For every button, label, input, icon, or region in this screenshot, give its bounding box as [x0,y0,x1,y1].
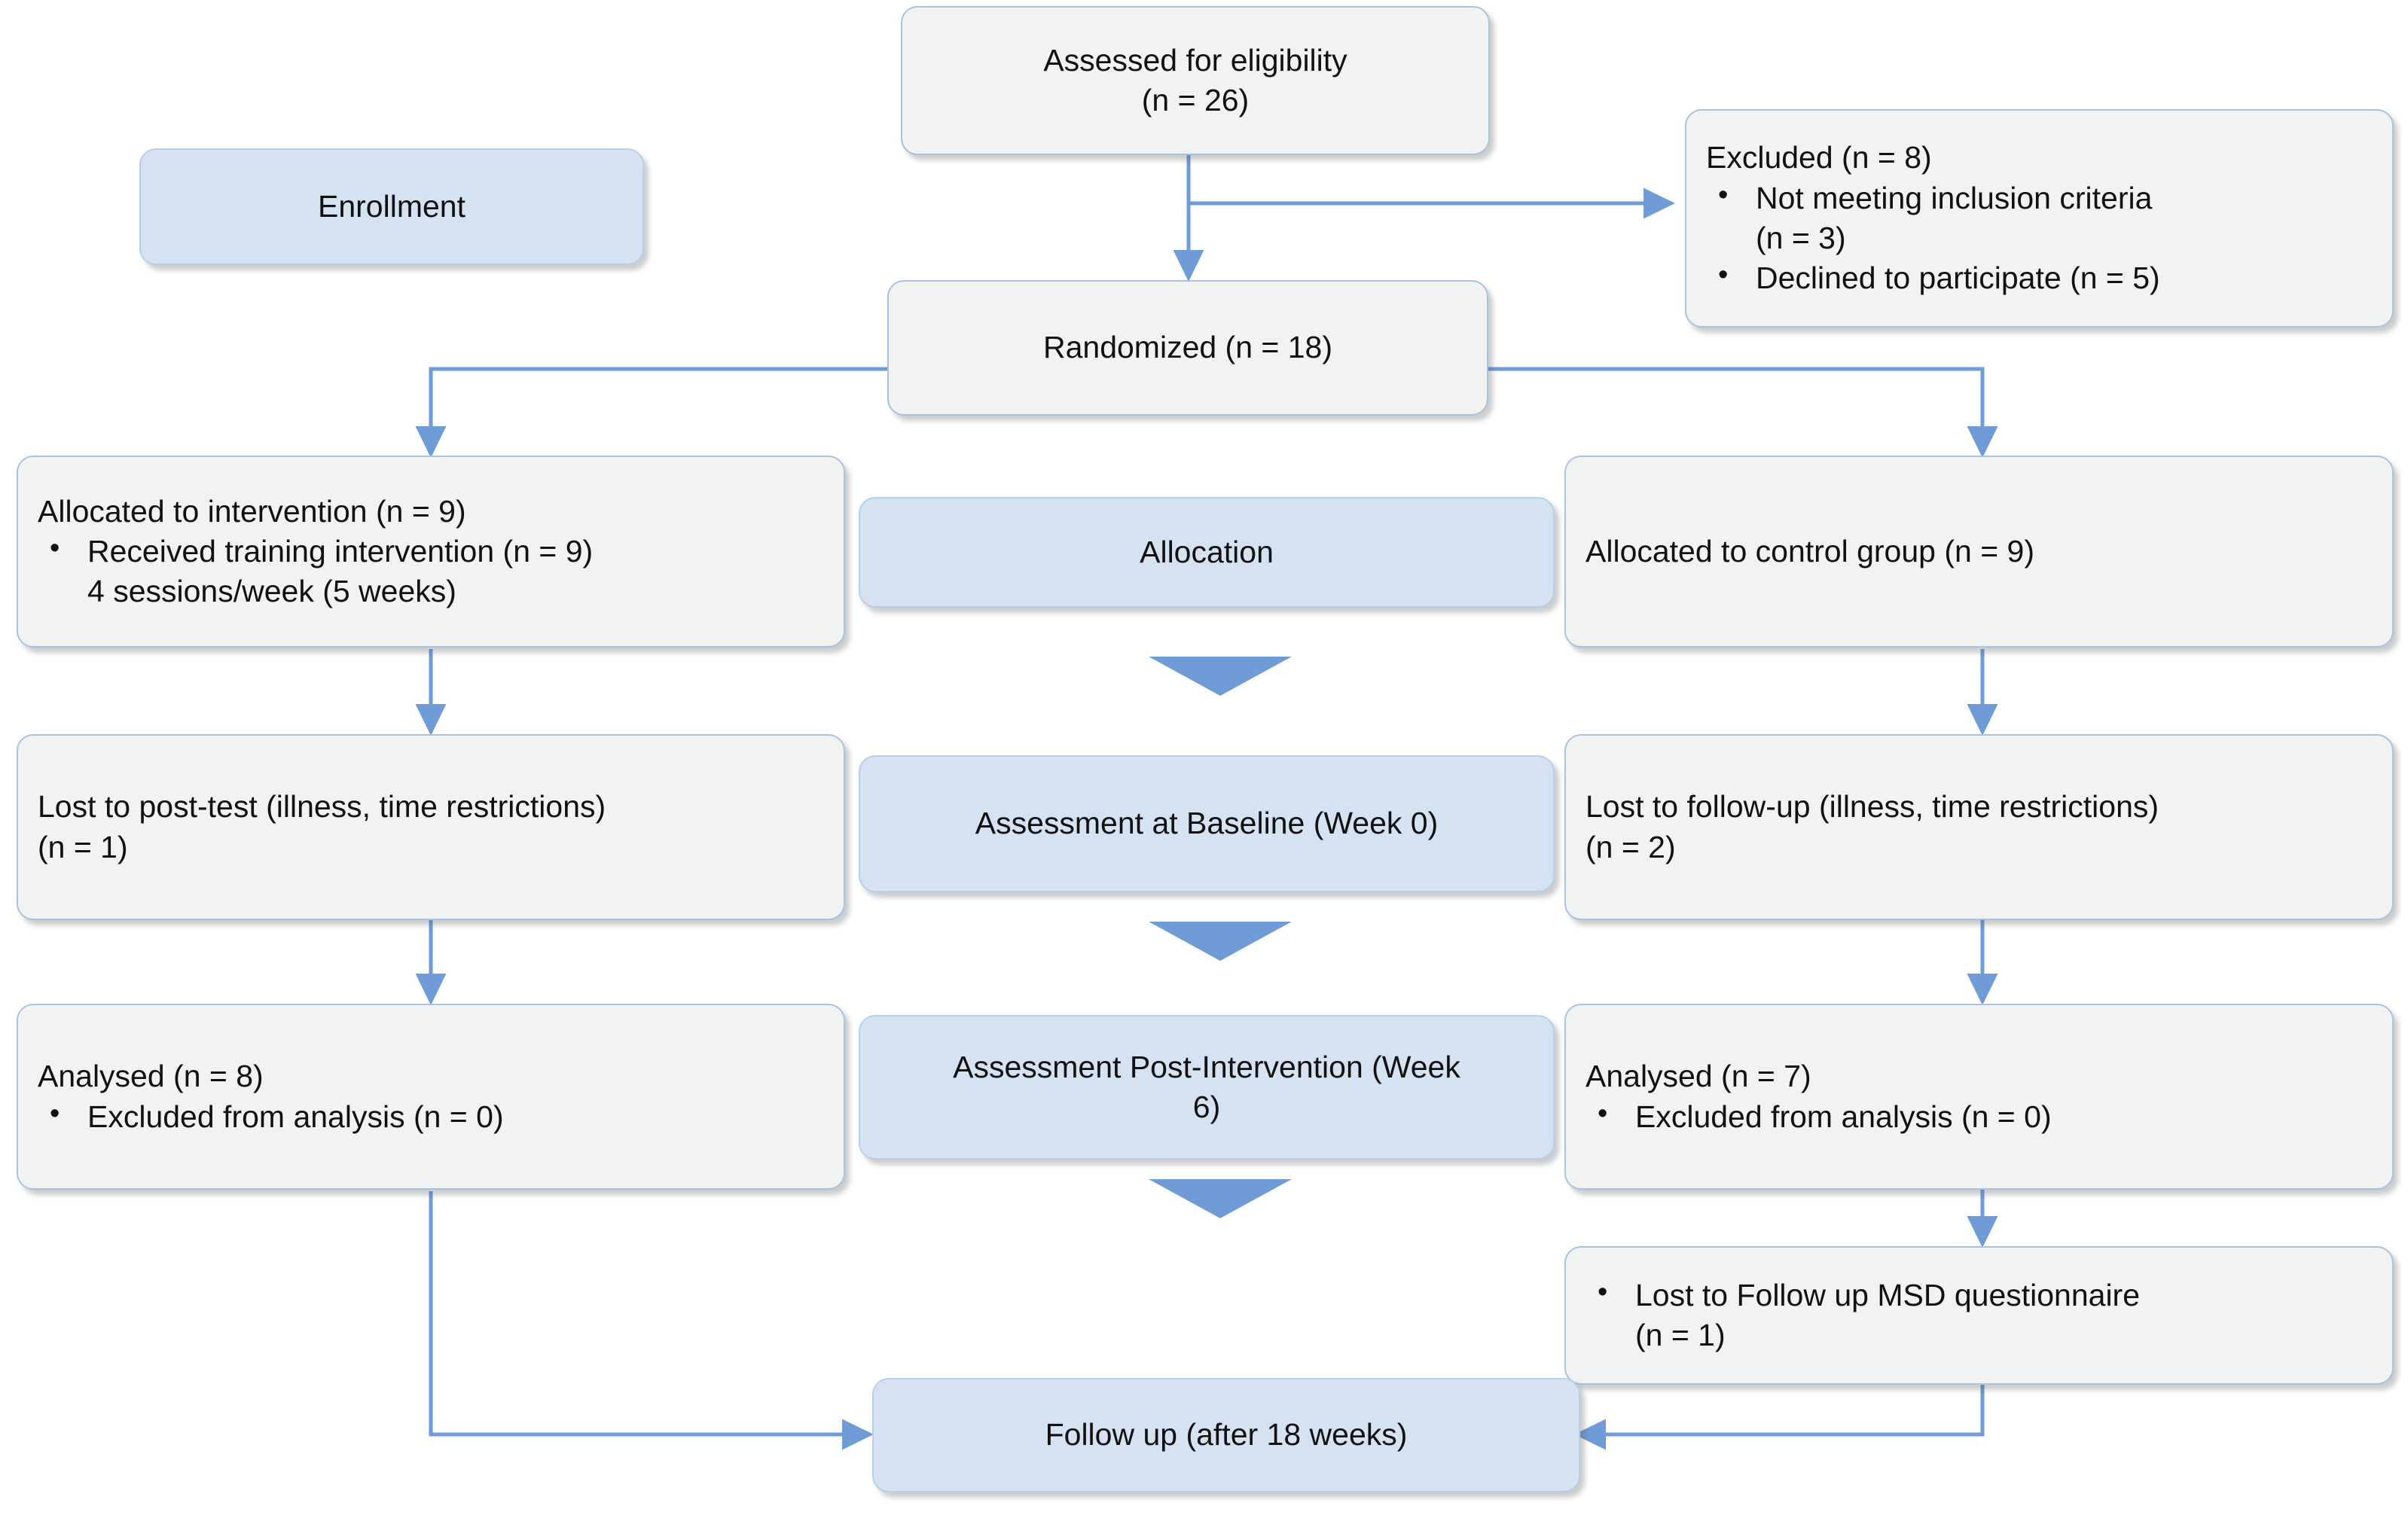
allocated-control-label: Allocated to control group (n = 9) [1585,533,2034,568]
node-assessed-for-eligibility[interactable]: Assessed for eligibility (n = 26) [901,6,1490,155]
allocated-intervention-heading: Allocated to intervention (n = 9) [38,493,466,529]
analysed-right-bullet: Excluded from analysis (n = 0) [1585,1095,2373,1137]
post-intervention-stage-line-1: Assessment Post-Intervention (Week [953,1049,1460,1084]
lost-msd-bullet: Lost to Follow up MSD questionnaire [1585,1274,2373,1315]
lost-follow-up-line-2: (n = 2) [1585,829,1676,864]
excluded-heading: Excluded (n = 8) [1706,140,1932,175]
excluded-bullet-list: Not meeting inclusion criteria [1706,177,2373,218]
lost-follow-up-line-1: Lost to follow-up (illness, time restric… [1585,789,2159,825]
node-allocated-to-intervention[interactable]: Allocated to intervention (n = 9) Receiv… [17,456,845,648]
node-excluded[interactable]: Excluded (n = 8) Not meeting inclusion c… [1685,109,2394,328]
node-lost-to-follow-up[interactable]: Lost to follow-up (illness, time restric… [1564,734,2394,920]
analysed-left-bullet-list: Excluded from analysis (n = 0) [38,1095,824,1137]
analysed-left-heading: Analysed (n = 8) [38,1059,264,1094]
analysed-left-bullet-text: Excluded from analysis (n = 0) [87,1099,504,1134]
allocated-intervention-bullet-text: Received training intervention (n = 9) [87,533,594,568]
edge-analysed-left-to-follow-up [429,1191,874,1450]
excluded-bullet-1-continuation: (n = 3) [1756,221,1846,255]
baseline-stage-label: Assessment at Baseline (Week 0) [975,806,1439,841]
stage-label-enrollment[interactable]: Enrollment [139,148,644,265]
follow-up-label: Follow up (after 18 weeks) [1045,1417,1408,1452]
stage-label-assessment-post-intervention[interactable]: Assessment Post-Intervention (Week 6) [859,1015,1555,1160]
excluded-bullet-2-text: Declined to participate (n = 5) [1756,261,2160,296]
node-randomized[interactable]: Randomized (n = 18) [887,280,1488,416]
excluded-bullet-list-2: Declined to participate (n = 5) [1706,257,2373,298]
node-lost-to-post-test[interactable]: Lost to post-test (illness, time restric… [17,734,845,920]
enrollment-stage-label: Enrollment [318,188,465,224]
excluded-bullet-1: Not meeting inclusion criteria [1706,177,2373,218]
randomized-label: Randomized (n = 18) [1042,330,1332,365]
allocated-intervention-bullet-list: Received training intervention (n = 9) [38,530,824,572]
node-analysed-right[interactable]: Analysed (n = 7) Excluded from analysis … [1564,1004,2394,1190]
edge-randomized-to-allocated-intervention [415,367,887,458]
stage-marker-triangle-1 [1149,657,1292,696]
stage-marker-triangle-2 [1149,922,1292,961]
lost-msd-bullet-text: Lost to Follow up MSD questionnaire [1635,1277,2141,1312]
node-analysed-left[interactable]: Analysed (n = 8) Excluded from analysis … [17,1004,845,1190]
allocated-intervention-bullet: Received training intervention (n = 9) [38,530,824,572]
allocated-intervention-bullet-continuation: 4 sessions/week (5 weeks) [87,574,456,609]
post-intervention-stage-line-2: 6) [1192,1090,1221,1124]
stage-marker-triangle-3 [1149,1179,1292,1218]
lost-post-test-line-2: (n = 1) [38,829,128,864]
analysed-right-bullet-list: Excluded from analysis (n = 0) [1585,1095,2373,1137]
analysed-left-bullet: Excluded from analysis (n = 0) [38,1095,824,1137]
assessed-line-1: Assessed for eligibility [1043,42,1347,78]
node-allocated-to-control[interactable]: Allocated to control group (n = 9) [1564,456,2394,648]
excluded-bullet-1-text: Not meeting inclusion criteria [1756,180,2153,215]
analysed-right-bullet-text: Excluded from analysis (n = 0) [1635,1099,2052,1134]
assessed-line-2: (n = 26) [1141,83,1250,117]
stage-label-allocation[interactable]: Allocation [859,497,1555,608]
node-lost-msd-questionnaire[interactable]: Lost to Follow up MSD questionnaire (n =… [1564,1246,2394,1385]
edge-randomized-to-allocated-control [1488,367,1998,458]
lost-msd-bullet-list: Lost to Follow up MSD questionnaire [1585,1274,2373,1315]
lost-post-test-line-1: Lost to post-test (illness, time restric… [38,789,606,825]
lost-msd-bullet-continuation: (n = 1) [1635,1318,1726,1352]
stage-label-assessment-baseline[interactable]: Assessment at Baseline (Week 0) [859,755,1555,892]
analysed-right-heading: Analysed (n = 7) [1585,1059,1811,1094]
node-follow-up[interactable]: Follow up (after 18 weeks) [872,1378,1580,1492]
excluded-bullet-2: Declined to participate (n = 5) [1706,257,2373,298]
allocation-stage-label: Allocation [1140,534,1274,569]
